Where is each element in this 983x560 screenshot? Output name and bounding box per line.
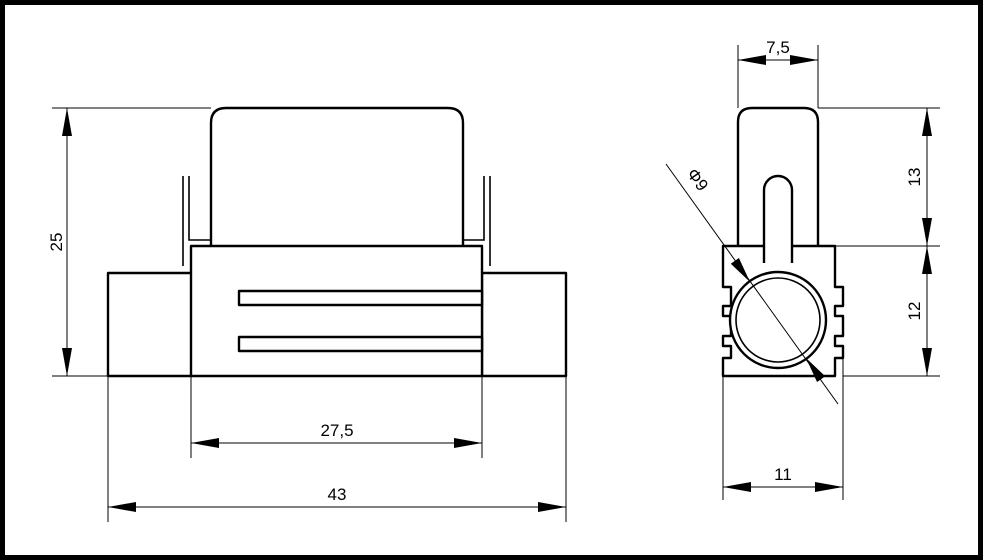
- dim-label-diameter: Φ9: [683, 165, 712, 195]
- front-main-body: [189, 244, 484, 378]
- side-hole-inner: [735, 277, 821, 363]
- dim-side-top-width: 7,5: [738, 38, 818, 65]
- dim-side-lower-height: 12: [905, 246, 932, 376]
- right-tube: [480, 271, 568, 378]
- front-extension-lines: [52, 107, 567, 522]
- dim-label-43: 43: [328, 485, 347, 504]
- left-tube: [106, 271, 194, 378]
- front-slot-upper: [237, 289, 484, 307]
- side-cap-slot: [762, 174, 794, 263]
- dim-label-7-5: 7,5: [766, 38, 790, 57]
- dim-label-13: 13: [905, 168, 924, 187]
- dim-side-bottom-width: 11: [723, 465, 843, 492]
- dim-front-body-width: 27,5: [191, 421, 482, 448]
- front-view: [106, 106, 568, 378]
- dim-label-25: 25: [47, 233, 66, 252]
- side-view: [721, 106, 845, 378]
- dim-front-total-width: 43: [108, 485, 566, 512]
- side-extension-lines: [722, 45, 940, 500]
- dim-label-11: 11: [774, 465, 792, 484]
- dim-side-upper-height: 13: [905, 108, 932, 246]
- dim-label-12: 12: [905, 302, 924, 321]
- dim-front-height: 25: [47, 108, 72, 376]
- front-slot-lower: [237, 335, 484, 353]
- dim-label-27-5: 27,5: [320, 421, 353, 440]
- front-top-cap: [209, 106, 465, 246]
